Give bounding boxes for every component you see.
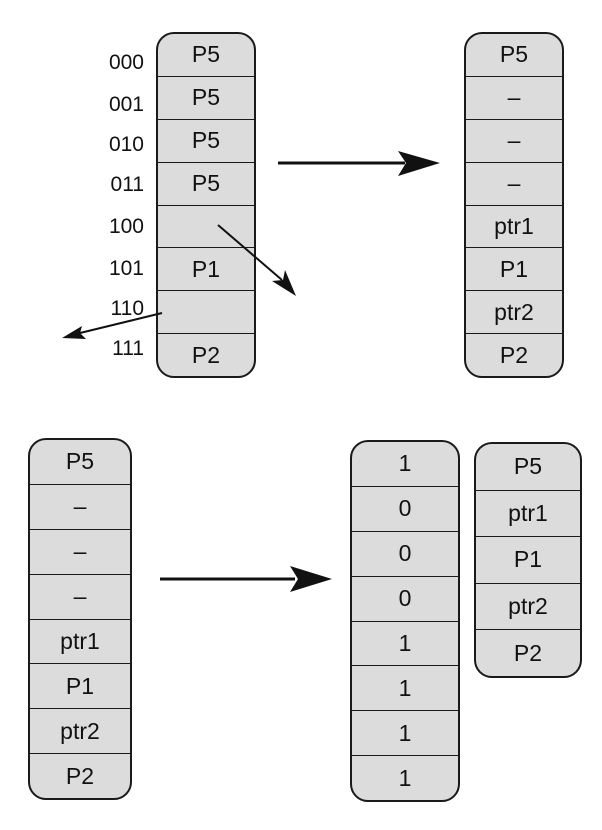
table-cell: – — [30, 573, 130, 619]
address-label: 000 — [108, 51, 144, 74]
arrow-bottom-head — [290, 566, 332, 592]
address-label: 100 — [108, 215, 144, 238]
arrow-ptr1-head — [272, 270, 296, 296]
table-cell: P5 — [65, 448, 95, 475]
arrow-top-head — [398, 151, 440, 176]
address-label: 101 — [108, 257, 144, 280]
table-cell: – — [466, 161, 562, 205]
table-cell — [158, 204, 254, 248]
table-cell: ptr1 — [476, 489, 580, 537]
bitmap-cell: 1 — [352, 710, 458, 755]
table-cell: – — [466, 118, 562, 162]
initial-table: P5 P5 P5 P5 P1 P2 — [156, 32, 256, 378]
bitmap-cell: 1 — [352, 755, 458, 800]
bitmap-cell: 1 — [352, 620, 458, 666]
bitmap-cell: 0 — [352, 485, 458, 531]
table-cell: ptr2 — [30, 708, 130, 753]
table-cell: – — [30, 483, 130, 529]
table-cell: P1 — [476, 536, 580, 583]
table-cell: P1 — [30, 663, 130, 708]
table-cell: P2 — [476, 629, 580, 676]
bitmap-cell: 1 — [398, 450, 412, 477]
table-cell: ptr1 — [466, 204, 562, 248]
bitmap-table: 1 0 0 0 1 1 1 1 — [350, 440, 460, 802]
table-cell — [158, 290, 254, 333]
table-cell: P2 — [30, 753, 130, 798]
table-cell: P1 — [466, 247, 562, 290]
address-label: 001 — [108, 93, 144, 116]
bitmap-cell: 0 — [352, 575, 458, 621]
table-cell: P5 — [499, 41, 529, 68]
table-cell: – — [466, 75, 562, 119]
table-cell: P5 — [513, 453, 543, 480]
packed-table: P5 ptr1 P1 ptr2 P2 — [474, 442, 582, 678]
address-label: 011 — [110, 173, 144, 196]
bitmap-cell: 0 — [352, 530, 458, 576]
table-cell: P2 — [466, 333, 562, 376]
address-label: 111 — [112, 337, 144, 360]
address-label: 010 — [108, 133, 144, 156]
table-cell: P5 — [158, 161, 254, 205]
bitmap-cell: 1 — [352, 665, 458, 710]
address-label: 110 — [110, 297, 144, 320]
table-cell: ptr2 — [466, 290, 562, 333]
table-cell: P5 — [158, 118, 254, 162]
table-cell: P1 — [158, 247, 254, 290]
table-cell: P2 — [158, 333, 254, 376]
table-cell: ptr2 — [476, 582, 580, 630]
table-cell: – — [30, 528, 130, 574]
compacted-table-bottom: P5 – – – ptr1 P1 ptr2 P2 — [28, 438, 132, 800]
table-cell: P5 — [158, 75, 254, 119]
table-cell: ptr1 — [30, 618, 130, 664]
table-cell: P5 — [191, 41, 221, 68]
compacted-table-top: P5 – – – ptr1 P1 ptr2 P2 — [464, 32, 564, 378]
